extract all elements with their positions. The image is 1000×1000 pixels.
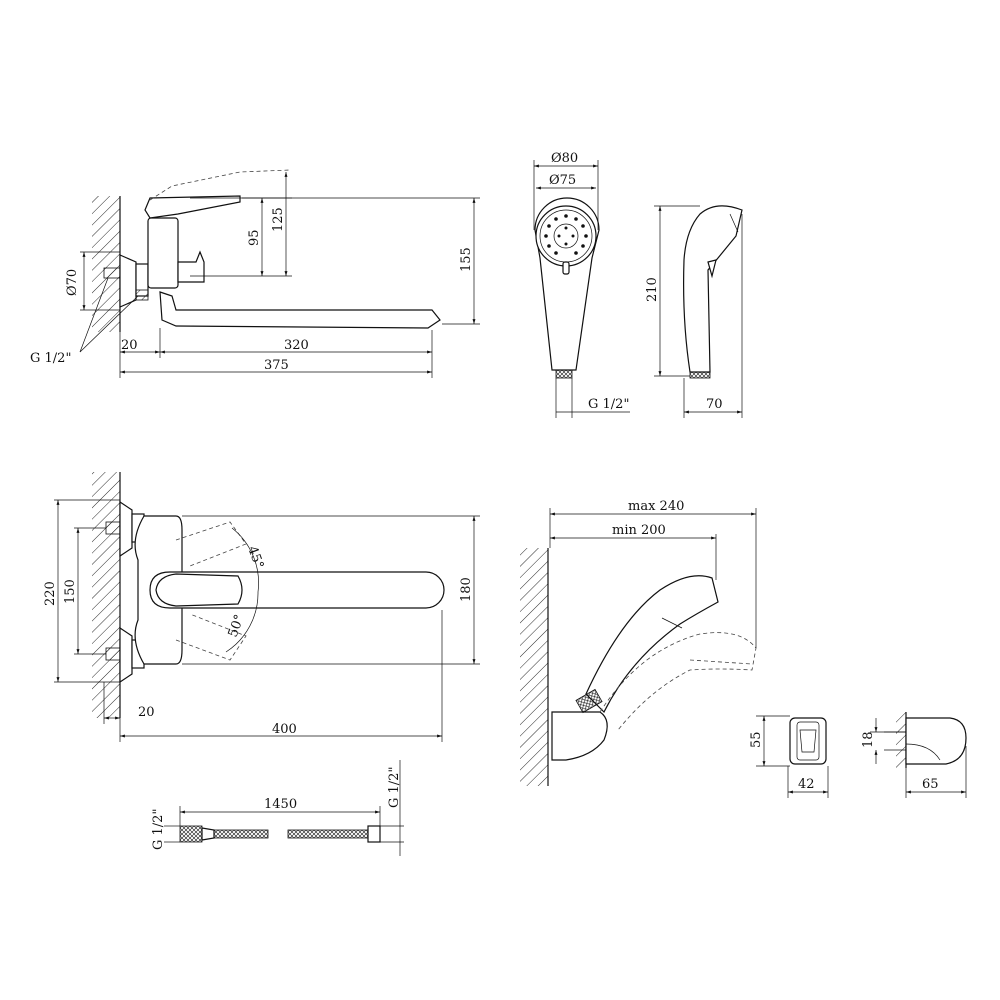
angle-right: 50° — [226, 613, 248, 640]
wall-hatch-2 — [92, 472, 120, 718]
shower-hose: 1450 G 1/2" G 1/2" — [151, 760, 404, 856]
hose-left-nut — [179, 825, 203, 843]
hose-left-segment — [213, 829, 269, 839]
wall-hatch-3 — [520, 548, 548, 786]
dim-min-reach: min 200 — [612, 523, 666, 538]
dim-total-height: 155 — [459, 247, 474, 272]
holder-bracket — [551, 711, 608, 761]
dim-bracket-height: 55 — [749, 731, 764, 748]
dim-bracket-depth: 65 — [922, 777, 939, 792]
dim-total-width-top: 400 — [272, 722, 297, 737]
dim-inlet-centers: 150 — [63, 579, 78, 604]
spout — [159, 291, 441, 329]
dim-handset-depth: 70 — [706, 397, 723, 412]
bracket-front-view: 55 42 — [749, 715, 829, 798]
lever-top — [155, 573, 243, 607]
dim-body-height: 95 — [247, 229, 262, 246]
shower-head-side: 210 70 — [645, 205, 743, 418]
bracket-side-view: 18 65 — [861, 712, 967, 798]
dim-handle-height: 125 — [271, 207, 286, 232]
wall-hatch — [92, 196, 120, 332]
head-thread-label: G 1/2" — [588, 397, 629, 412]
shower-head-front: Ø80 Ø75 G 1/2" — [533, 151, 630, 418]
thread-label: G 1/2" — [30, 351, 71, 366]
handset-in-holder — [585, 575, 719, 714]
dim-flange-diameter: Ø70 — [65, 269, 80, 296]
mixer-body — [147, 217, 179, 289]
hose-thread-right: G 1/2" — [387, 767, 402, 808]
handset-side-outline — [683, 205, 743, 373]
dim-spout-height-top: 180 — [459, 577, 474, 602]
dim-wall-offset: 20 — [121, 338, 138, 353]
angle-left: 45° — [244, 544, 266, 571]
dim-height-total-top: 220 — [43, 581, 58, 606]
dim-handset-length: 210 — [645, 277, 660, 302]
lever-handle — [144, 195, 241, 219]
bracket-front-outline — [789, 717, 827, 765]
bracket-side-outline — [905, 717, 967, 765]
hose-thread-left: G 1/2" — [151, 809, 166, 850]
mixer-top-view: 45° 50° 220 150 180 20 400 — [43, 472, 480, 742]
wall-flange — [119, 254, 137, 308]
dim-spout-length: 320 — [284, 338, 309, 353]
holder-assembly: max 240 min 200 — [520, 499, 757, 786]
hose-right-segment — [287, 829, 369, 839]
dim-head-outer-diameter: Ø80 — [551, 151, 578, 166]
mixer-side-view: Ø70 95 125 155 20 320 375 G 1/2" — [30, 169, 480, 378]
dim-head-inner-diameter: Ø75 — [549, 173, 576, 188]
dim-bracket-width: 42 — [798, 777, 815, 792]
dim-wall-offset-top: 20 — [138, 705, 155, 720]
dim-total-width: 375 — [264, 358, 289, 373]
dim-hose-length: 1450 — [264, 797, 297, 812]
hose-right-nut — [367, 825, 381, 843]
dim-max-reach: max 240 — [628, 499, 684, 514]
dim-bracket-side-height: 18 — [861, 731, 876, 748]
